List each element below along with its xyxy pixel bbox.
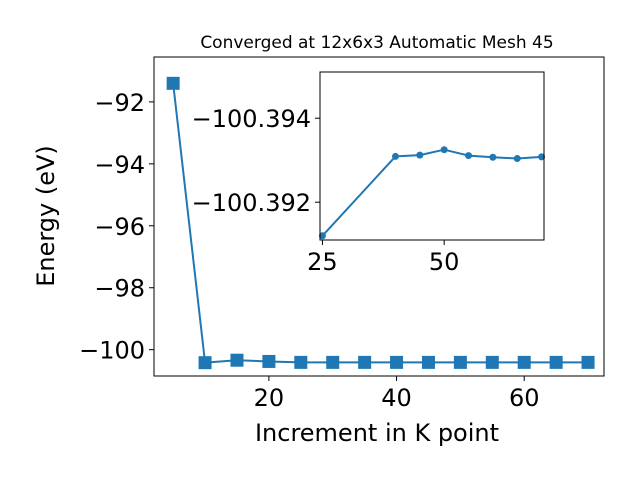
main-x-ticks: 20 40 60 xyxy=(254,376,540,412)
main-data-point xyxy=(549,355,563,369)
y-axis-label: Energy (eV) xyxy=(32,145,60,287)
main-data-point xyxy=(230,353,244,367)
inset-x-tick-label: 25 xyxy=(307,248,338,276)
inset-data-point xyxy=(318,232,326,240)
inset-data-point xyxy=(440,146,448,154)
main-x-tick-label: 60 xyxy=(509,384,540,412)
main-x-tick-label: 20 xyxy=(254,384,285,412)
main-data-point xyxy=(262,354,276,368)
inset-plot-frame xyxy=(319,71,545,241)
main-x-tick-label: 40 xyxy=(381,384,412,412)
main-data-point xyxy=(581,355,595,369)
inset-data-point xyxy=(513,155,521,163)
inset-data-point xyxy=(489,153,497,161)
inset-y-tick-label: −100.394 xyxy=(192,105,311,133)
inset-y-tick-label: −100.392 xyxy=(192,189,311,217)
main-data-point xyxy=(166,76,180,90)
inset-plot: 25 50 −100.394 −100.392 xyxy=(192,71,546,276)
inset-plot-background xyxy=(320,72,544,240)
main-plot: 20 40 60 −92 −94 −96 −98 −100 xyxy=(79,56,605,412)
inset-series-line xyxy=(321,148,542,237)
main-data-point xyxy=(453,355,467,369)
main-data-point xyxy=(294,355,308,369)
main-data-point xyxy=(390,355,404,369)
main-y-tick-label: −94 xyxy=(94,151,145,179)
main-series xyxy=(166,76,595,370)
main-plot-frame xyxy=(153,56,605,377)
main-data-point xyxy=(517,355,531,369)
main-data-point xyxy=(421,355,435,369)
main-y-tick-label: −96 xyxy=(94,213,145,241)
main-y-tick-label: −98 xyxy=(94,275,145,303)
inset-data-point xyxy=(465,152,473,160)
inset-x-ticks: 25 50 xyxy=(307,240,459,276)
main-data-point xyxy=(358,355,372,369)
inset-y-ticks: −100.394 −100.392 xyxy=(192,105,320,217)
inset-data-point xyxy=(538,153,546,161)
inset-data-point xyxy=(391,152,399,160)
main-data-point xyxy=(485,355,499,369)
x-axis-label: Increment in K point xyxy=(255,419,499,447)
main-y-ticks: −92 −94 −96 −98 −100 xyxy=(79,89,154,365)
main-data-point xyxy=(326,355,340,369)
main-y-tick-label: −100 xyxy=(79,337,145,365)
inset-data-point xyxy=(416,151,424,159)
inset-series xyxy=(318,146,546,240)
main-y-tick-label: −92 xyxy=(94,89,145,117)
inset-x-tick-label: 50 xyxy=(429,248,460,276)
chart-title: Converged at 12x6x3 Automatic Mesh 45 xyxy=(200,33,553,53)
main-data-point xyxy=(198,356,212,370)
